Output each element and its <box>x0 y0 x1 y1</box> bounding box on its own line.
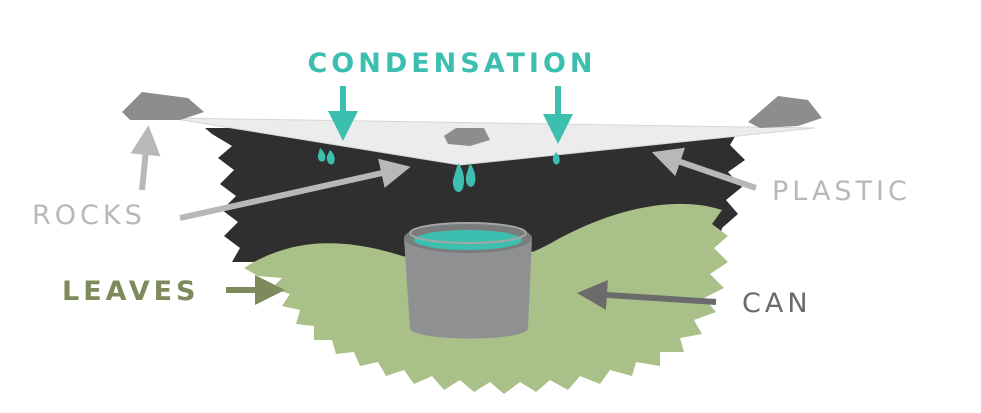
rock-center <box>444 128 490 146</box>
rocks-label: ROCKS <box>32 200 146 231</box>
can <box>404 222 532 339</box>
can-water <box>414 230 522 250</box>
can-label: CAN <box>742 288 812 319</box>
drop <box>326 150 335 165</box>
rocks-arrow-up <box>130 125 161 191</box>
plastic-sheet-shade <box>460 128 815 165</box>
leaves-label: LEAVES <box>62 276 200 307</box>
can-rim-highlight <box>409 222 527 244</box>
plastic-label: PLASTIC <box>772 176 911 207</box>
rock-right <box>748 96 822 128</box>
can-body <box>404 238 532 339</box>
drop <box>465 163 476 187</box>
drop <box>552 152 560 165</box>
water-drops <box>317 148 560 192</box>
can-arrow <box>577 279 717 310</box>
drop <box>452 163 465 192</box>
rocks-arrow-center <box>179 158 411 221</box>
plastic-arrow <box>651 147 757 191</box>
drop <box>317 148 326 162</box>
condensation-label: CONDENSATION <box>307 48 596 79</box>
rock-left <box>122 92 204 120</box>
